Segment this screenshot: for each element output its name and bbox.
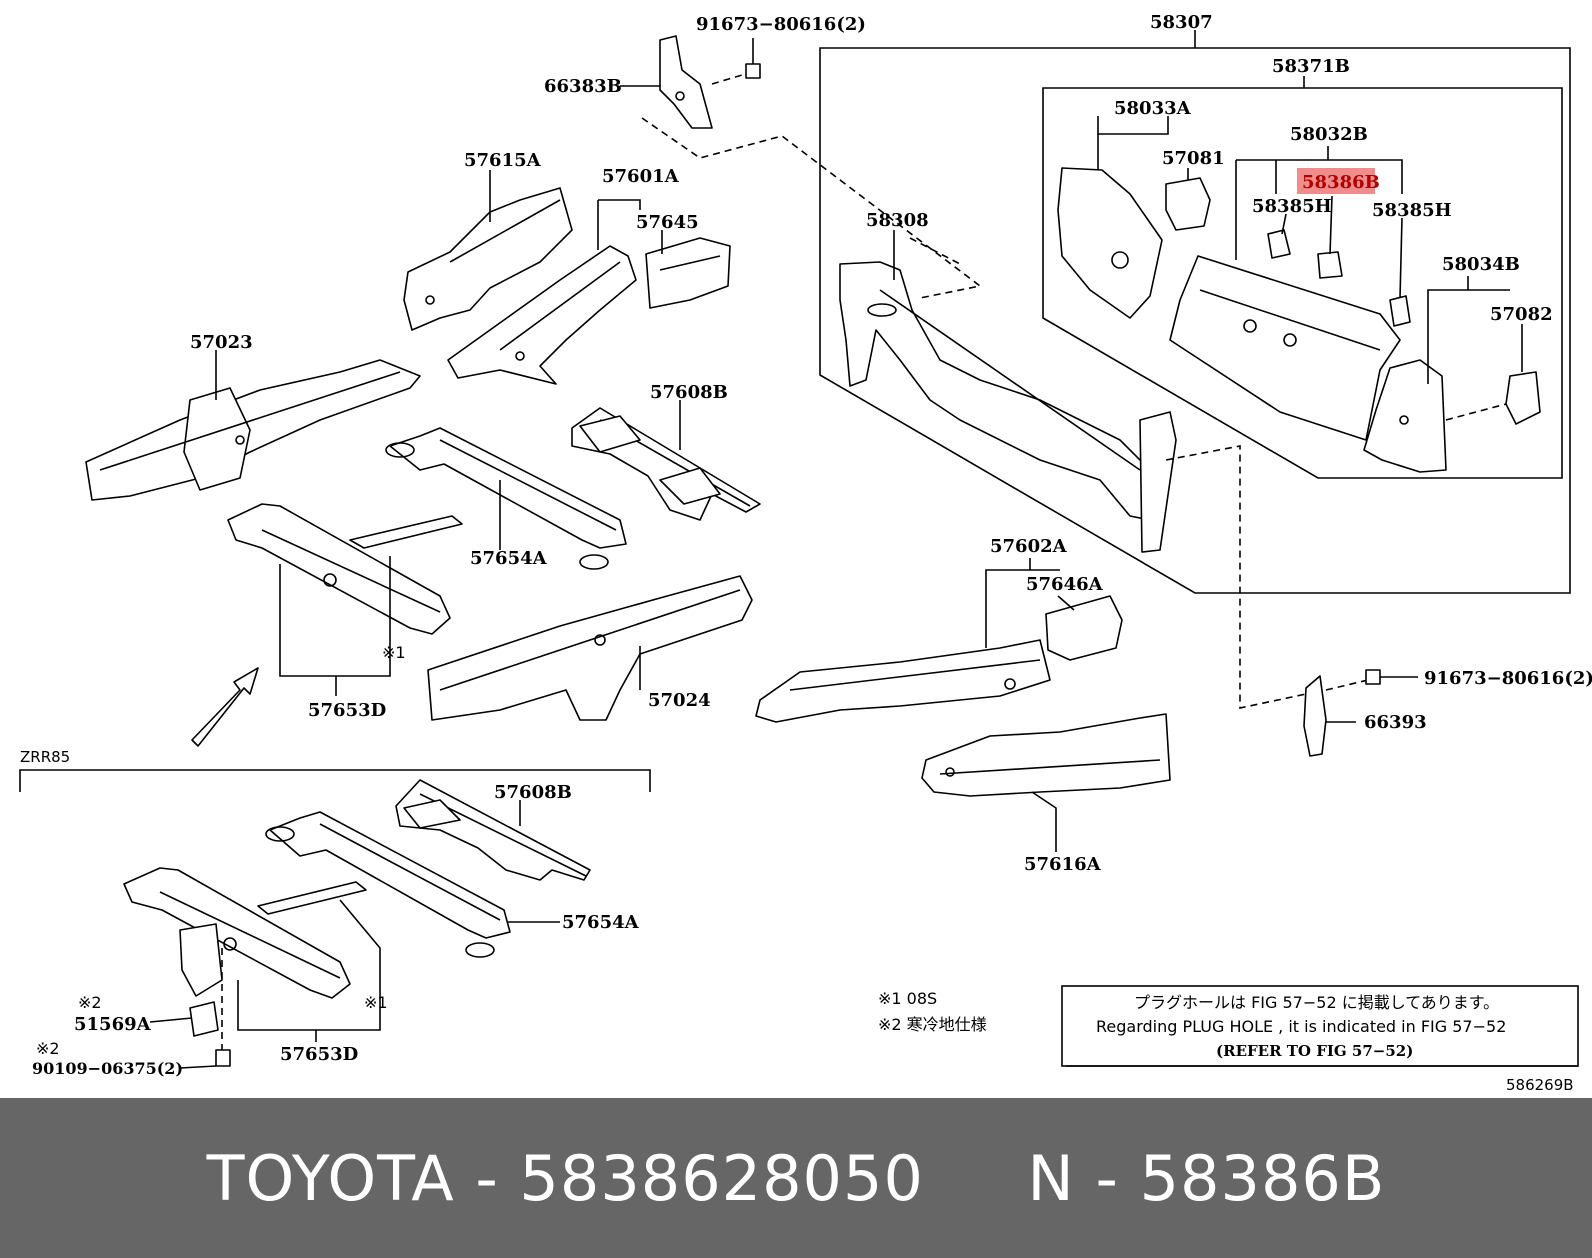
part-57601A <box>447 245 637 385</box>
label-58033A[interactable]: 58033A <box>1114 98 1192 119</box>
label-mark2-a: ※2 <box>78 993 102 1012</box>
label-57615A[interactable]: 57615A <box>464 150 542 171</box>
label-57023[interactable]: 57023 <box>190 332 253 353</box>
part-58308 <box>839 261 1177 553</box>
label-57646A[interactable]: 57646A <box>1026 574 1104 595</box>
part-58032B <box>1169 255 1401 441</box>
label-zrr85: ZRR85 <box>20 748 70 766</box>
part-58033A <box>1057 167 1163 319</box>
footer-part-text: TOYOTA - 5838628050 N - 58386B <box>206 1141 1386 1215</box>
label-57602A[interactable]: 57602A <box>990 536 1068 557</box>
label-51569A[interactable]: 51569A <box>74 1014 152 1035</box>
leader-lines <box>149 85 1523 1069</box>
part-51569A <box>189 1001 219 1037</box>
link-58308 <box>909 237 961 265</box>
zrr85-bracket <box>19 769 651 792</box>
label-mark1-bottom: ※1 <box>364 993 388 1012</box>
bracket-66383B <box>659 35 753 129</box>
direction-arrow <box>191 667 259 747</box>
part-57023 <box>85 359 421 501</box>
legend-line-1: ※1 08S <box>878 989 937 1008</box>
link-66393 <box>1165 445 1307 709</box>
bolt-91673-top <box>745 38 761 79</box>
label-58032B[interactable]: 58032B <box>1290 124 1368 145</box>
label-57081[interactable]: 57081 <box>1162 148 1225 169</box>
part-57602A <box>755 639 1051 723</box>
notice-jp: プラグホールは FIG 57−52 に掲載してあります。 <box>1134 993 1499 1012</box>
part-57608B <box>571 407 761 521</box>
part-57653D <box>227 503 451 635</box>
label-58308[interactable]: 58308 <box>866 210 929 231</box>
plate-08S-bottom <box>257 881 367 915</box>
label-57601A[interactable]: 57601A <box>602 166 680 187</box>
label-57654A-top[interactable]: 57654A <box>470 548 548 569</box>
part-57654A <box>385 427 627 570</box>
label-57608B-top[interactable]: 57608B <box>650 382 728 403</box>
label-57024[interactable]: 57024 <box>648 690 711 711</box>
plate-08S-top <box>349 515 463 549</box>
part-57654A-zrr85 <box>265 811 511 958</box>
legend-line-2: ※2 寒冷地仕様 <box>878 1015 987 1034</box>
part-57616A <box>921 713 1171 797</box>
label-58385H-left[interactable]: 58385H <box>1252 196 1332 217</box>
part-57024 <box>427 575 753 721</box>
part-57608B-zrr85 <box>395 779 591 881</box>
part-57081 <box>1165 177 1211 231</box>
label-91673-right[interactable]: 91673−80616(2) <box>1424 668 1592 689</box>
bracket-66393 <box>1303 675 1369 757</box>
diagram-id: 586269B <box>1506 1076 1574 1094</box>
label-58307[interactable]: 58307 <box>1150 12 1213 33</box>
label-66383B[interactable]: 66383B <box>544 76 622 97</box>
label-66393[interactable]: 66393 <box>1364 712 1427 733</box>
part-58385H-right <box>1389 295 1411 327</box>
label-91673-top[interactable]: 91673−80616(2) <box>696 14 866 35</box>
part-57082 <box>1505 371 1541 425</box>
label-58386B[interactable]: 58386B <box>1302 172 1380 193</box>
assembly-58307-box <box>819 47 1571 594</box>
label-90109[interactable]: 90109−06375(2) <box>32 1059 183 1078</box>
link-66383B <box>641 117 982 299</box>
part-58386B <box>1317 251 1343 279</box>
parts-diagram: 91673−80616(2) 66383B 58307 58371B 58033… <box>19 12 1592 1094</box>
label-57608B-bottom[interactable]: 57608B <box>494 782 572 803</box>
bolt-90109 <box>215 948 231 1067</box>
label-58371B[interactable]: 58371B <box>1272 56 1350 77</box>
notice-ref: (REFER TO FIG 57−52) <box>1216 1042 1413 1060</box>
label-mark1-top: ※1 <box>382 643 406 662</box>
bolt-91673-right <box>1365 669 1418 685</box>
part-57645 <box>645 237 731 309</box>
notice-en: Regarding PLUG HOLE , it is indicated in… <box>1096 1017 1506 1036</box>
label-58385H-right[interactable]: 58385H <box>1372 200 1452 221</box>
label-57616A[interactable]: 57616A <box>1024 854 1102 875</box>
label-57653D-top[interactable]: 57653D <box>308 700 386 721</box>
part-57653D-zrr85 <box>123 867 351 999</box>
part-number-footer: TOYOTA - 5838628050 N - 58386B <box>0 1098 1592 1258</box>
label-mark2-b: ※2 <box>36 1039 60 1058</box>
label-57645[interactable]: 57645 <box>636 212 699 233</box>
highlight-box <box>1297 168 1375 194</box>
label-57653D-bottom[interactable]: 57653D <box>280 1044 358 1065</box>
part-58385H-left <box>1267 229 1291 259</box>
label-58034B[interactable]: 58034B <box>1442 254 1520 275</box>
label-57082[interactable]: 57082 <box>1490 304 1553 325</box>
assembly-58371B-box <box>1042 87 1563 479</box>
part-57646A <box>1045 595 1123 661</box>
label-57654A-bottom[interactable]: 57654A <box>562 912 640 933</box>
